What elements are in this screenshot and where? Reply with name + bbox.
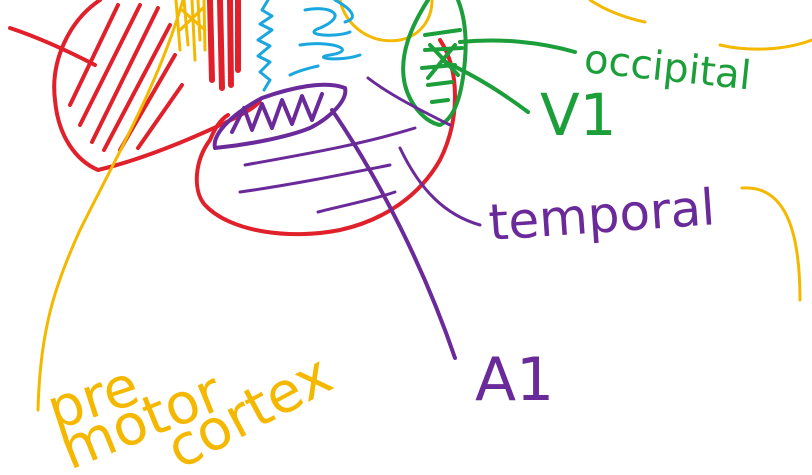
- orange-curve-right: [718, 38, 812, 51]
- premotor-pointer-line: [36, 0, 185, 412]
- occipital-region: [401, 0, 577, 127]
- a1-region: [212, 82, 457, 360]
- frontal-connector: [8, 26, 97, 67]
- motor-strip: [207, 0, 241, 91]
- premotor-cortex-label: pre motor cortex: [39, 342, 342, 475]
- orange-temporal-bracket: [740, 186, 802, 302]
- occipital-hatch: [420, 28, 464, 104]
- temporal-outline: [194, 38, 457, 237]
- occipital-outline: [401, 0, 468, 127]
- premotor-region: [36, 0, 812, 412]
- frontal-hatch: [68, 3, 184, 152]
- blue-zigzag: [256, 0, 274, 92]
- a1-zigzag: [230, 92, 324, 134]
- v1-label: V1: [540, 81, 617, 149]
- occipital-pointer: [458, 38, 577, 54]
- v1-pointer: [443, 60, 530, 114]
- temporal-pointer: [398, 146, 482, 227]
- orange-curve-top: [588, 0, 647, 24]
- a1-outline: [212, 82, 348, 150]
- blue-region: [256, 0, 362, 92]
- blue-scribble: [298, 0, 362, 61]
- a1-pointer: [330, 108, 457, 360]
- temporal-hatch: [238, 76, 482, 227]
- orange-loop: [338, 0, 434, 43]
- a1-label: A1: [475, 345, 554, 415]
- temporal-label: temporal: [487, 178, 717, 252]
